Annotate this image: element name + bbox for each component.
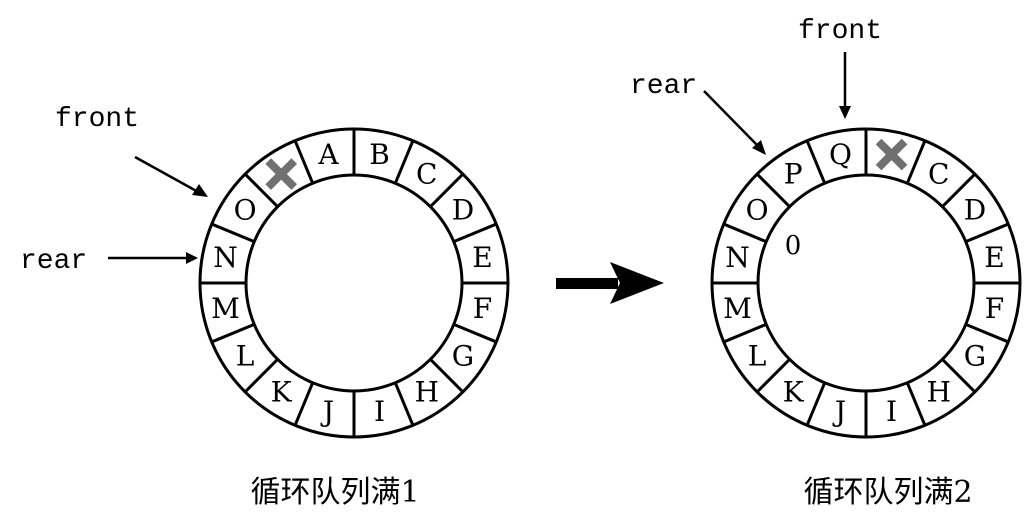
rear-arrowhead-1 [186,252,198,264]
ring-1-pointers: front rear [20,104,208,277]
queue-cell-label: C [928,158,949,191]
queue-cell-label: Q [829,138,852,171]
queue-cell-label: L [748,339,767,372]
queue-cell-label: N [725,241,750,274]
ring-divider [723,322,767,344]
ring-divider [941,173,976,208]
queue-cell-label: N [213,241,238,274]
inner-zero-label: 0 [785,231,802,261]
rear-arrow-2 [703,90,759,147]
ring-divider [429,358,464,393]
queue-cell-label: I [374,395,385,428]
front-arrowhead-2 [839,106,851,119]
queue-cell-label: O [746,194,769,227]
ring-2-pointers: front rear [630,16,882,155]
queue-cell-label: G [452,339,474,372]
ring-divider [244,358,279,393]
ring-2-inner [756,173,976,393]
ring-divider [211,222,255,244]
rear-label-2: rear [630,71,697,102]
cross-mark-icon [265,158,298,190]
queue-cell-label: E [984,241,1004,274]
queue-cell-label: C [416,158,437,191]
caption-1: 循环队列满1 [250,475,419,510]
ring-divider [805,382,827,426]
ring-divider [453,322,497,344]
rear-arrowhead-2 [752,140,766,155]
ring-divider [293,382,315,426]
ring-divider [756,358,791,393]
queue-cell-label: K [271,375,293,408]
queue-cell-label: F [985,292,1004,325]
cross-mark-icon [875,138,908,171]
ring-divider [965,222,1009,244]
queue-cell-label: P [784,158,803,191]
caption-2: 循环队列满2 [803,475,972,510]
queue-cell-label: B [369,138,390,171]
ring-divider [393,382,415,426]
queue-cell-label: D [452,194,474,227]
ring-divider [393,140,415,184]
ring-1-inner [244,173,464,393]
front-arrowhead-1 [192,184,208,197]
queue-cell-label: O [234,194,257,227]
right-arrow-icon [556,262,664,304]
queue-cell-label: H [415,375,439,408]
ring-divider [211,322,255,344]
ring-divider [429,173,464,208]
queue-cell-label: K [783,375,805,408]
ring-divider [965,322,1009,344]
queue-cell-label: I [886,395,897,428]
ring-divider [905,140,927,184]
queue-cell-label: A [317,138,339,171]
ring-divider [905,382,927,426]
queue-cell-label: H [927,375,951,408]
ring-divider [756,173,791,208]
front-arrow-1 [134,155,201,195]
queue-cell-label: L [236,339,255,372]
ring-divider [244,173,279,208]
queue-cell-label: M [723,292,752,325]
rear-label-1: rear [20,246,87,277]
queue-cell-label: F [473,292,492,325]
queue-cell-label: M [211,292,240,325]
ring-divider [941,358,976,393]
queue-cell-label: J [832,395,846,428]
ring-divider [453,222,497,244]
ring-divider [805,140,827,184]
queue-cell-label: G [964,339,986,372]
front-label-2: front [798,16,882,47]
queue-cell-label: D [964,194,986,227]
ring-divider [293,140,315,184]
ring-divider [723,222,767,244]
queue-cell-label: J [320,395,334,428]
front-label-1: front [55,104,139,135]
queue-cell-label: E [472,241,492,274]
